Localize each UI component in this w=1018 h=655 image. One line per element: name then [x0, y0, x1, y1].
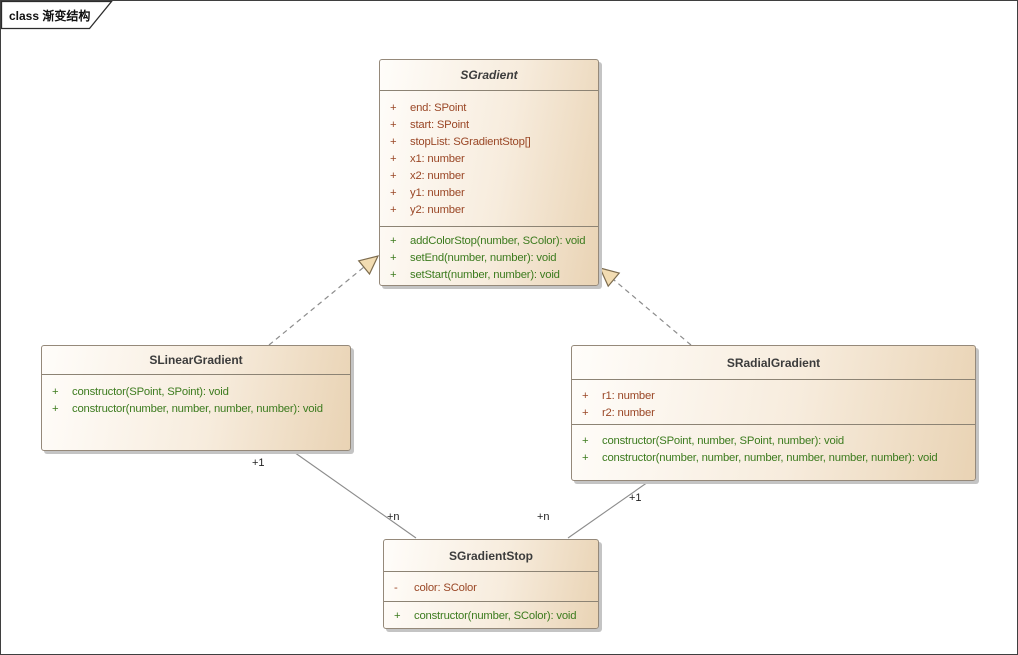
multiplicity-label: +1 — [629, 492, 642, 504]
multiplicity-label: +1 — [252, 457, 265, 469]
generalization-slineargradient-sgradient[interactable] — [268, 266, 365, 346]
frame-tab — [1, 1, 113, 30]
methods-compartment: + constructor(SPoint, number, SPoint, nu… — [572, 425, 975, 480]
attribute-row: + start: SPoint — [390, 118, 469, 131]
methods-compartment: + constructor(SPoint, SPoint): void + co… — [42, 375, 350, 450]
generalization-arrowhead-right — [598, 267, 621, 288]
class-title: SLinearGradient — [42, 346, 350, 375]
class-title: SRadialGradient — [572, 346, 975, 380]
method-row: + constructor(number, number, number, nu… — [582, 451, 938, 464]
method-row: + constructor(SPoint, number, SPoint, nu… — [582, 434, 844, 447]
method-row: + setStart(number, number): void — [390, 268, 560, 281]
multiplicity-label: +n — [387, 511, 400, 523]
multiplicity-label: +n — [537, 511, 550, 523]
generalization-sradialgradient-sgradient[interactable] — [613, 279, 692, 346]
attribute-row: - color: SColor — [394, 581, 477, 594]
attribute-row: + y2: number — [390, 203, 465, 216]
method-row: + constructor(number, SColor): void — [394, 609, 577, 622]
attribute-row: + x1: number — [390, 152, 465, 165]
association-slineargradient-sgradientstop[interactable] — [290, 449, 417, 539]
class-box-slineargradient[interactable]: SLinearGradient + constructor(SPoint, SP… — [41, 345, 351, 451]
class-box-sradialgradient[interactable]: SRadialGradient + r1: number + r2: numbe… — [571, 345, 976, 481]
association-sradialgradient-sgradientstop[interactable] — [567, 481, 649, 539]
class-title: SGradient — [380, 60, 598, 91]
frame-label: class 渐变结构 — [9, 9, 91, 23]
class-title: SGradientStop — [384, 540, 598, 572]
method-row: + constructor(number, number, number, nu… — [52, 402, 323, 415]
attribute-row: + stopList: SGradientStop[] — [390, 135, 531, 148]
attributes-compartment: + r1: number + r2: number — [572, 380, 975, 425]
generalization-arrowhead-left — [357, 255, 380, 276]
attribute-row: + end: SPoint — [390, 101, 467, 114]
class-box-sgradient[interactable]: SGradient + end: SPoint + start: SPoint … — [379, 59, 599, 286]
method-row: + addColorStop(number, SColor): void — [390, 234, 586, 247]
attribute-row: + r2: number — [582, 406, 655, 419]
attribute-row: + r1: number — [582, 389, 655, 402]
methods-compartment: + constructor(number, SColor): void — [384, 602, 598, 628]
attributes-compartment: + end: SPoint + start: SPoint + stopList… — [380, 91, 598, 227]
method-row: + constructor(SPoint, SPoint): void — [52, 385, 229, 398]
methods-compartment: + addColorStop(number, SColor): void + s… — [380, 227, 598, 285]
class-box-sgradientstop[interactable]: SGradientStop - color: SColor + construc… — [383, 539, 599, 629]
attributes-compartment: - color: SColor — [384, 572, 598, 602]
attribute-row: + y1: number — [390, 186, 465, 199]
method-row: + setEnd(number, number): void — [390, 251, 557, 264]
attribute-row: + x2: number — [390, 169, 465, 182]
